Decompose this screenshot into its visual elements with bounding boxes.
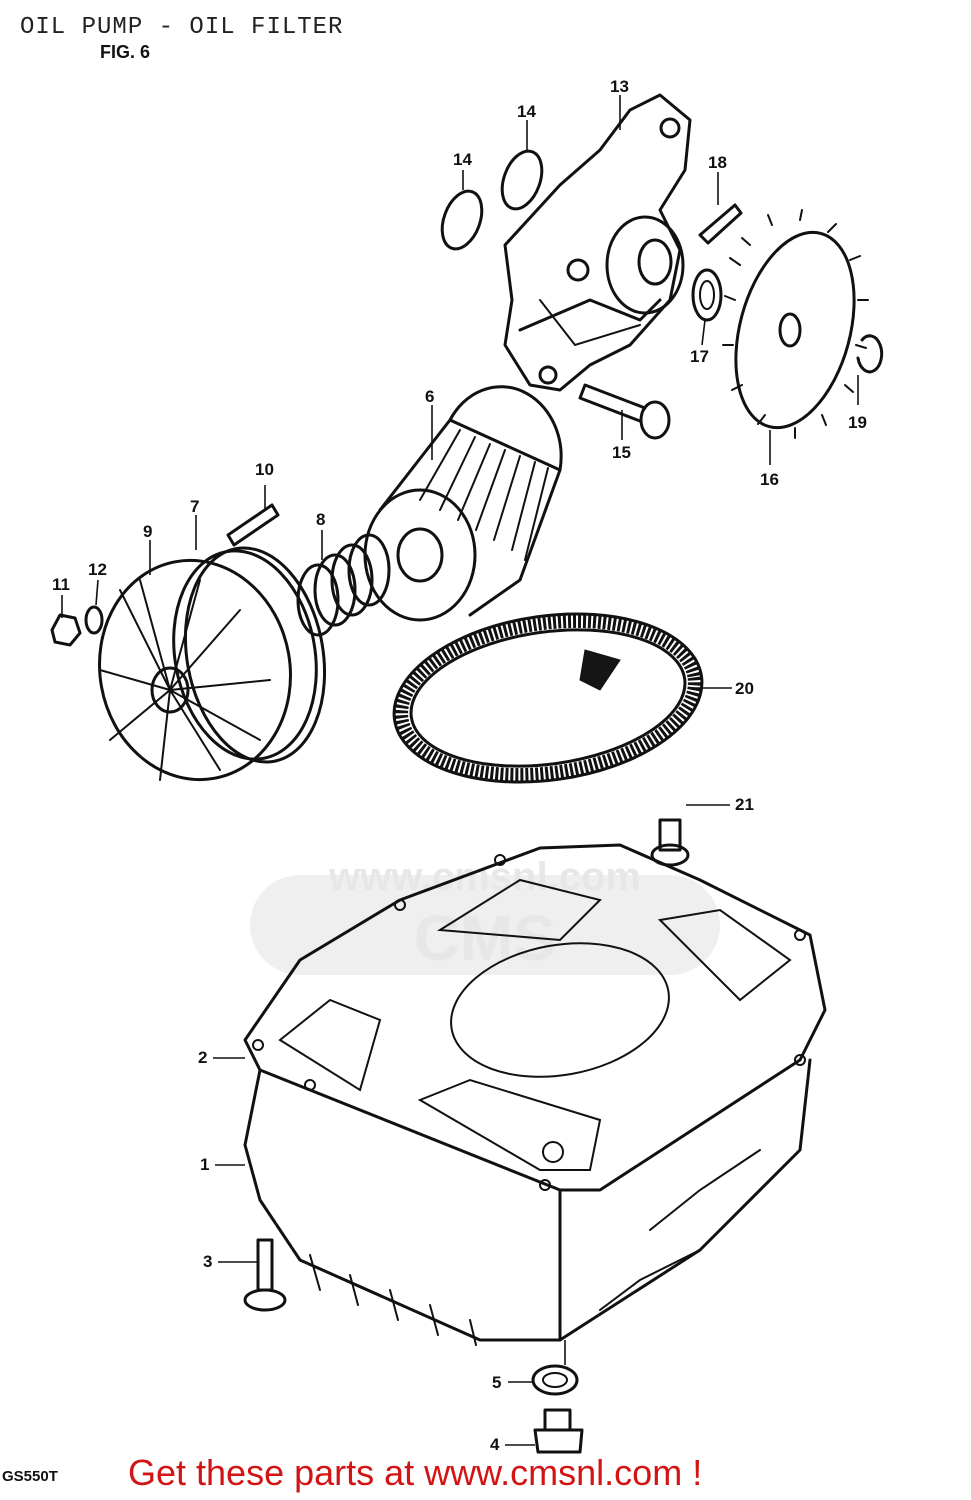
oil-pan-1: [243, 1058, 812, 1346]
callout-8: 8: [316, 510, 325, 529]
o-ring-7: [183, 546, 327, 764]
callout-13: 13: [610, 77, 629, 96]
callout-12: 12: [88, 560, 107, 579]
callout-5: 5: [492, 1373, 501, 1392]
figure-number: FIG. 6: [100, 42, 151, 62]
circlip-19: [856, 334, 884, 374]
oil-filter-6: [363, 385, 563, 622]
oil-pan-bolt-3: [243, 1238, 287, 1312]
callout-18: 18: [708, 153, 727, 172]
callout-10: 10: [255, 460, 274, 479]
diagram-title: OIL PUMP - OIL FILTER: [20, 14, 344, 41]
watermark-url: www.cmsnl.com: [328, 855, 641, 899]
washer-17-hole: [699, 280, 715, 310]
washer-12: [84, 605, 104, 635]
o-ring-14b: [500, 149, 544, 211]
callout-15: 15: [612, 443, 631, 462]
callouts: 1 2 3 4 5 6 7 8 9 10 11 12 13 14 14 15 1…: [52, 77, 867, 1454]
callout-14a: 14: [453, 150, 472, 169]
parts-shop-link[interactable]: Get these parts at www.cmsnl.com !: [128, 1452, 703, 1493]
callout-4: 4: [490, 1435, 500, 1454]
o-ring-14a: [440, 189, 484, 251]
drain-gasket-5: [531, 1364, 579, 1396]
callout-17: 17: [690, 347, 709, 366]
bolt-21: [650, 818, 690, 867]
callout-7: 7: [190, 497, 199, 516]
leader-lines: [61, 95, 859, 1446]
callout-16: 16: [760, 470, 779, 489]
callout-3: 3: [203, 1252, 212, 1271]
callout-11: 11: [52, 575, 70, 594]
callout-19: 19: [848, 413, 867, 432]
callout-20: 20: [735, 679, 754, 698]
filter-gasket-20: [392, 612, 704, 784]
callout-2: 2: [198, 1048, 207, 1067]
callout-21: 21: [735, 795, 754, 814]
stud-bolt-10: [226, 503, 280, 547]
drain-plug-4: [533, 1408, 584, 1454]
watermark: CMS www.cmsnl.com: [250, 855, 720, 975]
model-code: GS550T: [2, 1468, 58, 1485]
callout-6: 6: [425, 387, 434, 406]
callout-1: 1: [200, 1155, 209, 1174]
oil-pump-body: [503, 93, 692, 392]
callout-9: 9: [143, 522, 152, 541]
washer-17: [691, 268, 723, 322]
drain-gasket-5-hole: [542, 1372, 568, 1388]
cap-nut-11: [50, 613, 82, 647]
filter-cap-9: [98, 549, 318, 782]
callout-14b: 14: [517, 102, 536, 121]
dowel-pin-18: [698, 203, 743, 245]
spring-8: [296, 533, 391, 637]
oil-pump-gear-16: [722, 209, 869, 439]
bolt-15: [578, 383, 671, 440]
